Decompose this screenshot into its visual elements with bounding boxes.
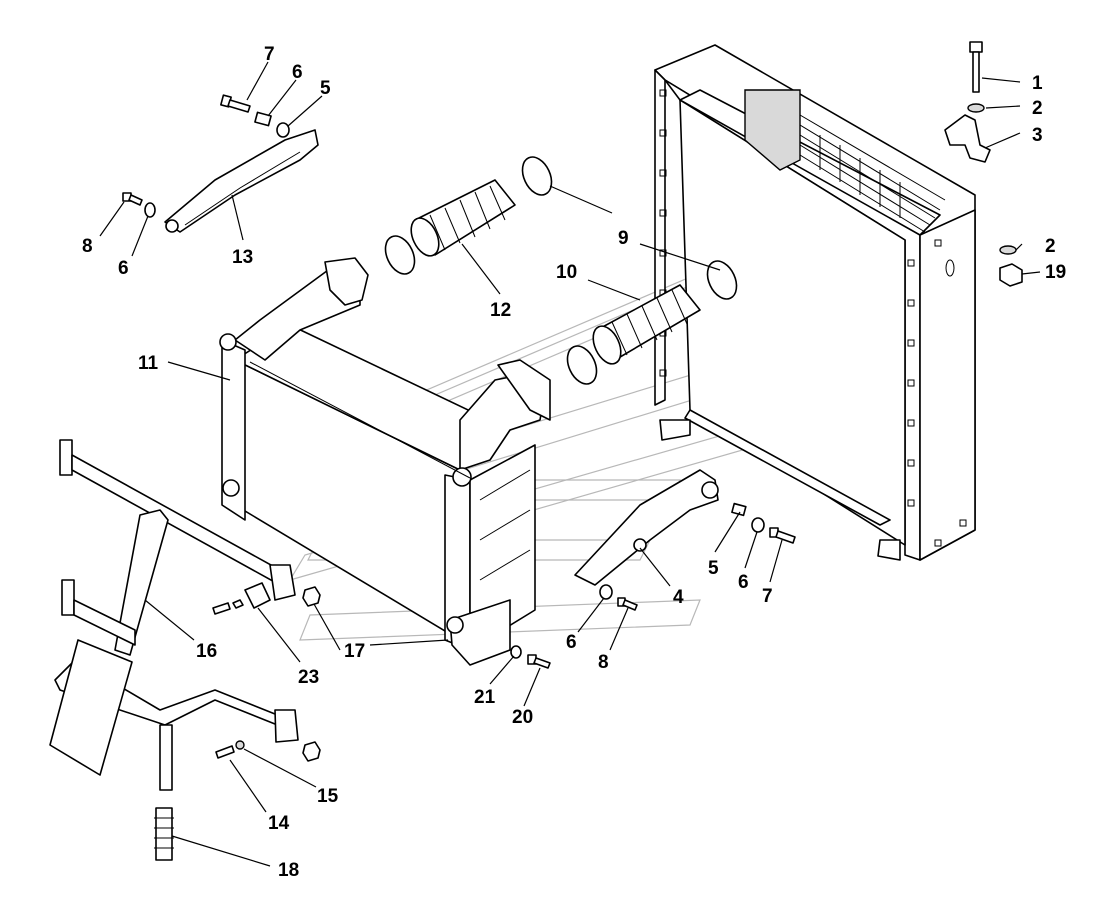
label-17: 17 xyxy=(344,641,365,662)
washer-21 xyxy=(510,645,522,659)
bolt-23c xyxy=(212,602,231,615)
label-6b: 6 xyxy=(118,258,129,279)
plate xyxy=(49,639,133,776)
nut-23b xyxy=(232,599,244,609)
bolt-7a xyxy=(220,94,251,113)
spacer-6a xyxy=(254,111,272,127)
washer-6d xyxy=(599,584,613,600)
spacer-5b xyxy=(731,502,747,517)
label-13: 13 xyxy=(232,247,253,268)
washer-15 xyxy=(235,740,245,750)
label-20: 20 xyxy=(512,707,533,728)
label-23: 23 xyxy=(298,667,319,688)
bolt-8b xyxy=(617,597,638,611)
label-15: 15 xyxy=(317,786,339,807)
label-6a: 6 xyxy=(292,62,303,83)
label-9: 9 xyxy=(618,228,629,249)
label-19: 19 xyxy=(1045,262,1066,283)
label-6d: 6 xyxy=(566,632,577,653)
bracket-3 xyxy=(944,114,991,163)
label-14: 14 xyxy=(268,813,290,834)
label-11: 11 xyxy=(138,353,159,374)
label-8a: 8 xyxy=(82,236,93,257)
callout-labels: 1 2 3 2 19 7 6 5 8 6 13 9 12 10 11 4 5 6… xyxy=(82,44,1066,881)
bolt-8a xyxy=(122,192,143,206)
intercooler xyxy=(219,257,551,666)
label-3: 3 xyxy=(1032,125,1043,146)
bolt-20 xyxy=(527,654,551,669)
nut-17 xyxy=(302,586,321,607)
washer-6b xyxy=(144,202,156,218)
washer-2 xyxy=(967,103,985,113)
label-8b: 8 xyxy=(598,652,609,673)
bolt-7b xyxy=(769,527,796,544)
clamp-9d xyxy=(566,345,598,385)
buffer-18 xyxy=(154,807,174,861)
washer-5a xyxy=(276,122,290,138)
label-4: 4 xyxy=(673,587,684,608)
label-7a: 7 xyxy=(264,44,275,65)
bolt-1 xyxy=(969,41,983,93)
clamp-9a xyxy=(521,156,553,196)
label-16: 16 xyxy=(196,641,217,662)
label-6c: 6 xyxy=(738,572,749,593)
bracket-23 xyxy=(244,582,271,609)
label-12: 12 xyxy=(490,300,511,321)
label-2b: 2 xyxy=(1045,236,1056,257)
label-5a: 5 xyxy=(320,78,331,99)
radiator xyxy=(654,44,976,561)
leader-lines xyxy=(99,61,1041,867)
label-18: 18 xyxy=(278,860,299,881)
label-1: 1 xyxy=(1032,73,1043,94)
nut-15b xyxy=(302,741,321,762)
bracket-13 xyxy=(164,129,319,233)
nut-19 xyxy=(999,263,1023,287)
clamp-9c xyxy=(706,260,738,300)
washer-6c xyxy=(751,517,765,533)
label-21: 21 xyxy=(474,687,496,708)
hose-10 xyxy=(592,284,701,365)
label-2a: 2 xyxy=(1032,98,1043,119)
bolt-14 xyxy=(215,745,235,759)
label-10: 10 xyxy=(556,262,577,283)
hose-12 xyxy=(410,179,516,257)
label-5b: 5 xyxy=(708,558,719,579)
bracket-4 xyxy=(574,469,719,586)
label-7b: 7 xyxy=(762,586,773,607)
clamp-9b xyxy=(384,235,416,275)
washer-2b xyxy=(999,245,1017,255)
